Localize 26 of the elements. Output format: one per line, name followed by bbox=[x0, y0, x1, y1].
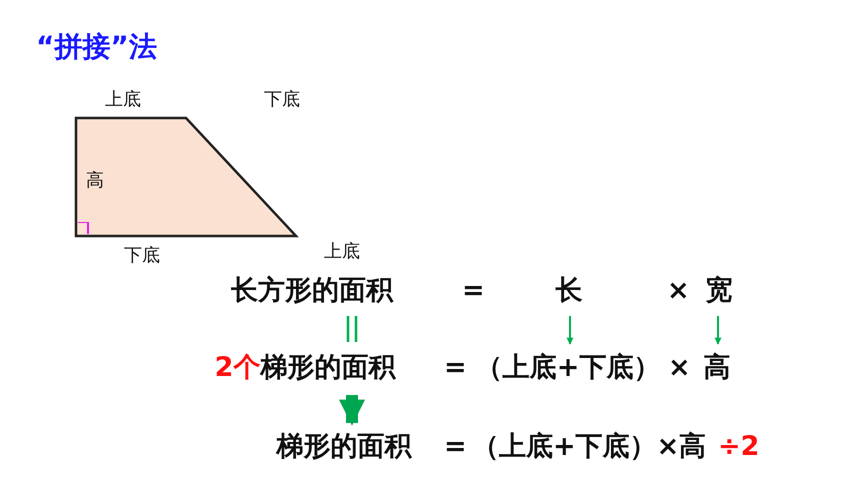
formula-term: 梯形的面积 bbox=[260, 351, 396, 385]
block-arrow bbox=[339, 395, 365, 426]
factor-text: 2个 bbox=[214, 351, 260, 385]
equals-connector bbox=[346, 314, 358, 344]
formula-term: 梯形的面积 bbox=[276, 430, 412, 464]
formula-term: 长 bbox=[556, 274, 582, 308]
side-label: 下底 bbox=[124, 245, 160, 267]
height-label: 高 bbox=[86, 170, 104, 192]
operator: × bbox=[668, 351, 691, 385]
formula-term: （上底+下底） bbox=[476, 351, 660, 385]
arrow bbox=[566, 316, 574, 345]
operator: × bbox=[667, 274, 690, 308]
operator: = bbox=[444, 430, 467, 464]
side-label: 下底 bbox=[264, 89, 300, 111]
divide-text: ÷2 bbox=[718, 430, 760, 464]
formula-term: 长方形的面积 bbox=[231, 274, 393, 308]
formula-term: 宽 bbox=[706, 274, 732, 308]
side-label: 上底 bbox=[105, 89, 141, 111]
operator: = bbox=[444, 351, 467, 385]
trapezoid bbox=[76, 118, 296, 236]
side-label: 上底 bbox=[324, 241, 360, 263]
formula-term: 高 bbox=[704, 351, 730, 385]
arrow bbox=[714, 316, 722, 345]
operator: = bbox=[462, 274, 485, 308]
title: “拼接”法 bbox=[36, 30, 157, 64]
formula-term: （上底+下底）×高 bbox=[472, 430, 706, 464]
